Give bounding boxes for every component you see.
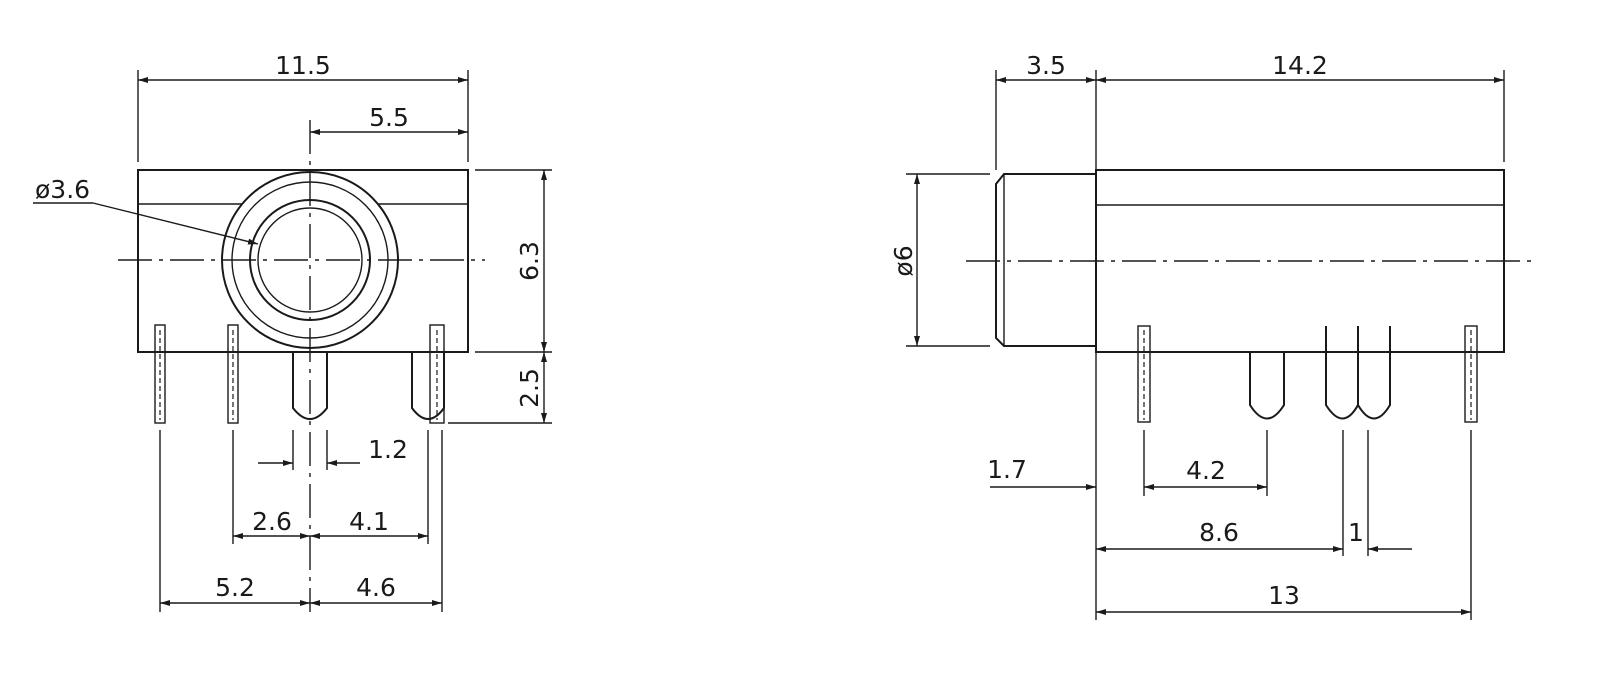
- side-pin-2: [1249, 352, 1285, 420]
- label-pin-pitch: 4.2: [1186, 456, 1226, 485]
- label-pin-width: 1.2: [368, 435, 408, 464]
- front-pin-5: [429, 324, 445, 424]
- side-view: 3.5 14.2 ø6 1.7 4.2 8.6 1 13: [889, 51, 1535, 620]
- label-hole-offset: 5.5: [369, 103, 409, 132]
- front-pin-4: [411, 352, 445, 420]
- label-body-height: 6.3: [515, 241, 544, 281]
- front-hole-inner: [257, 207, 363, 313]
- front-view: 11.5 5.5 ø3.6 6.3 2.5 1.2 2.6 4.1 5.2 4.…: [33, 51, 552, 612]
- label-pin-offset-left-inner: 2.6: [252, 507, 292, 536]
- front-pin-2: [227, 324, 239, 424]
- side-pin-3: [1325, 326, 1359, 420]
- label-front-offset: 1.7: [987, 455, 1027, 484]
- side-pin-4: [1357, 326, 1391, 420]
- label-pin-length: 2.5: [515, 368, 544, 408]
- side-sleeve-outline: [995, 173, 1096, 347]
- side-pin-5: [1464, 325, 1478, 423]
- label-pin-offset-right-outer: 4.6: [356, 573, 396, 602]
- side-pin-1: [1137, 325, 1151, 423]
- front-pin-3: [292, 352, 328, 420]
- label-pin-offset-left-outer: 5.2: [215, 573, 255, 602]
- label-sleeve-length: 3.5: [1026, 51, 1066, 80]
- label-pin-offset-right-inner: 4.1: [349, 507, 389, 536]
- label-sleeve-diameter: ø6: [889, 245, 918, 276]
- label-overall-width: 11.5: [275, 51, 331, 80]
- label-pin-spacing: 1: [1348, 518, 1364, 547]
- label-body-length: 14.2: [1272, 51, 1328, 80]
- label-pin-distance: 8.6: [1199, 518, 1239, 547]
- front-pin-1: [154, 324, 166, 424]
- label-hole-diameter: ø3.6: [35, 175, 90, 204]
- front-body-outline: [137, 169, 469, 353]
- label-total-pin-span: 13: [1268, 581, 1300, 610]
